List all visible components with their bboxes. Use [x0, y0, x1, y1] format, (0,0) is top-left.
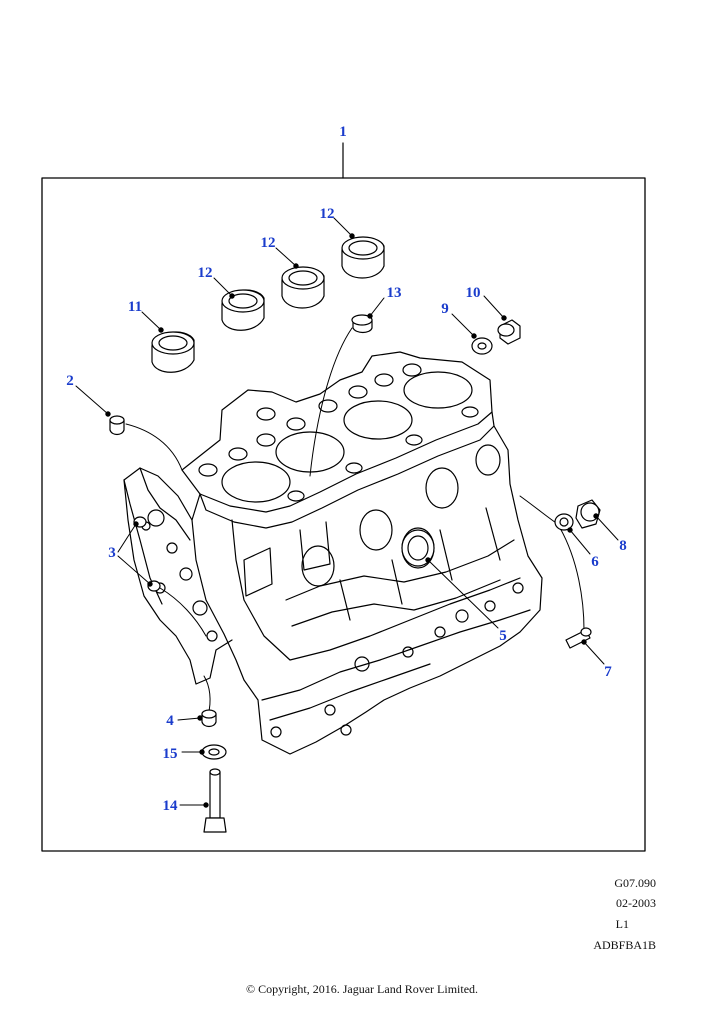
pin-7 — [565, 627, 592, 649]
plug-10 — [497, 319, 521, 345]
callout-15: 15 — [163, 746, 178, 762]
callout-11: 11 — [128, 299, 142, 315]
callout-5: 5 — [499, 628, 507, 644]
bolt-14 — [203, 768, 227, 833]
callout-6: 6 — [591, 554, 599, 570]
figure-level: L1 — [615, 917, 629, 931]
main-bearing-11 — [151, 331, 195, 373]
figure-ref: ADBFBA1B — [593, 938, 656, 952]
plug-3 — [133, 516, 161, 592]
callout-12b: 12 — [261, 235, 276, 251]
washer-9 — [471, 337, 493, 355]
callout-8: 8 — [619, 538, 627, 554]
plug-8 — [575, 499, 601, 529]
callout-4: 4 — [166, 713, 174, 729]
callout-12c: 12 — [198, 265, 213, 281]
figure-code: G07.090 — [614, 876, 656, 890]
callout-13: 13 — [387, 285, 402, 301]
callout-1: 1 — [339, 124, 347, 140]
dowel-13 — [351, 314, 373, 334]
cylinder-block — [123, 351, 543, 755]
main-bearing-12c — [341, 236, 385, 279]
copyright-notice: © Copyright, 2016. Jaguar Land Rover Lim… — [245, 982, 479, 996]
callout-7: 7 — [604, 664, 612, 680]
callout-14: 14 — [163, 798, 179, 814]
main-bearing-12a — [221, 289, 265, 331]
callout-leaders — [75, 217, 619, 808]
dowel-4 — [201, 709, 217, 728]
callout-9: 9 — [441, 301, 449, 317]
seal-6 — [554, 513, 574, 531]
washer-15 — [201, 744, 227, 760]
callout-12a: 12 — [320, 206, 335, 222]
callout-3: 3 — [108, 545, 116, 561]
dowel-2 — [109, 415, 125, 436]
callout-10: 10 — [466, 285, 481, 301]
main-bearing-12b — [281, 266, 325, 309]
bearing-5 — [401, 529, 435, 567]
callout-2: 2 — [66, 373, 74, 389]
figure-date: 02-2003 — [616, 896, 656, 910]
